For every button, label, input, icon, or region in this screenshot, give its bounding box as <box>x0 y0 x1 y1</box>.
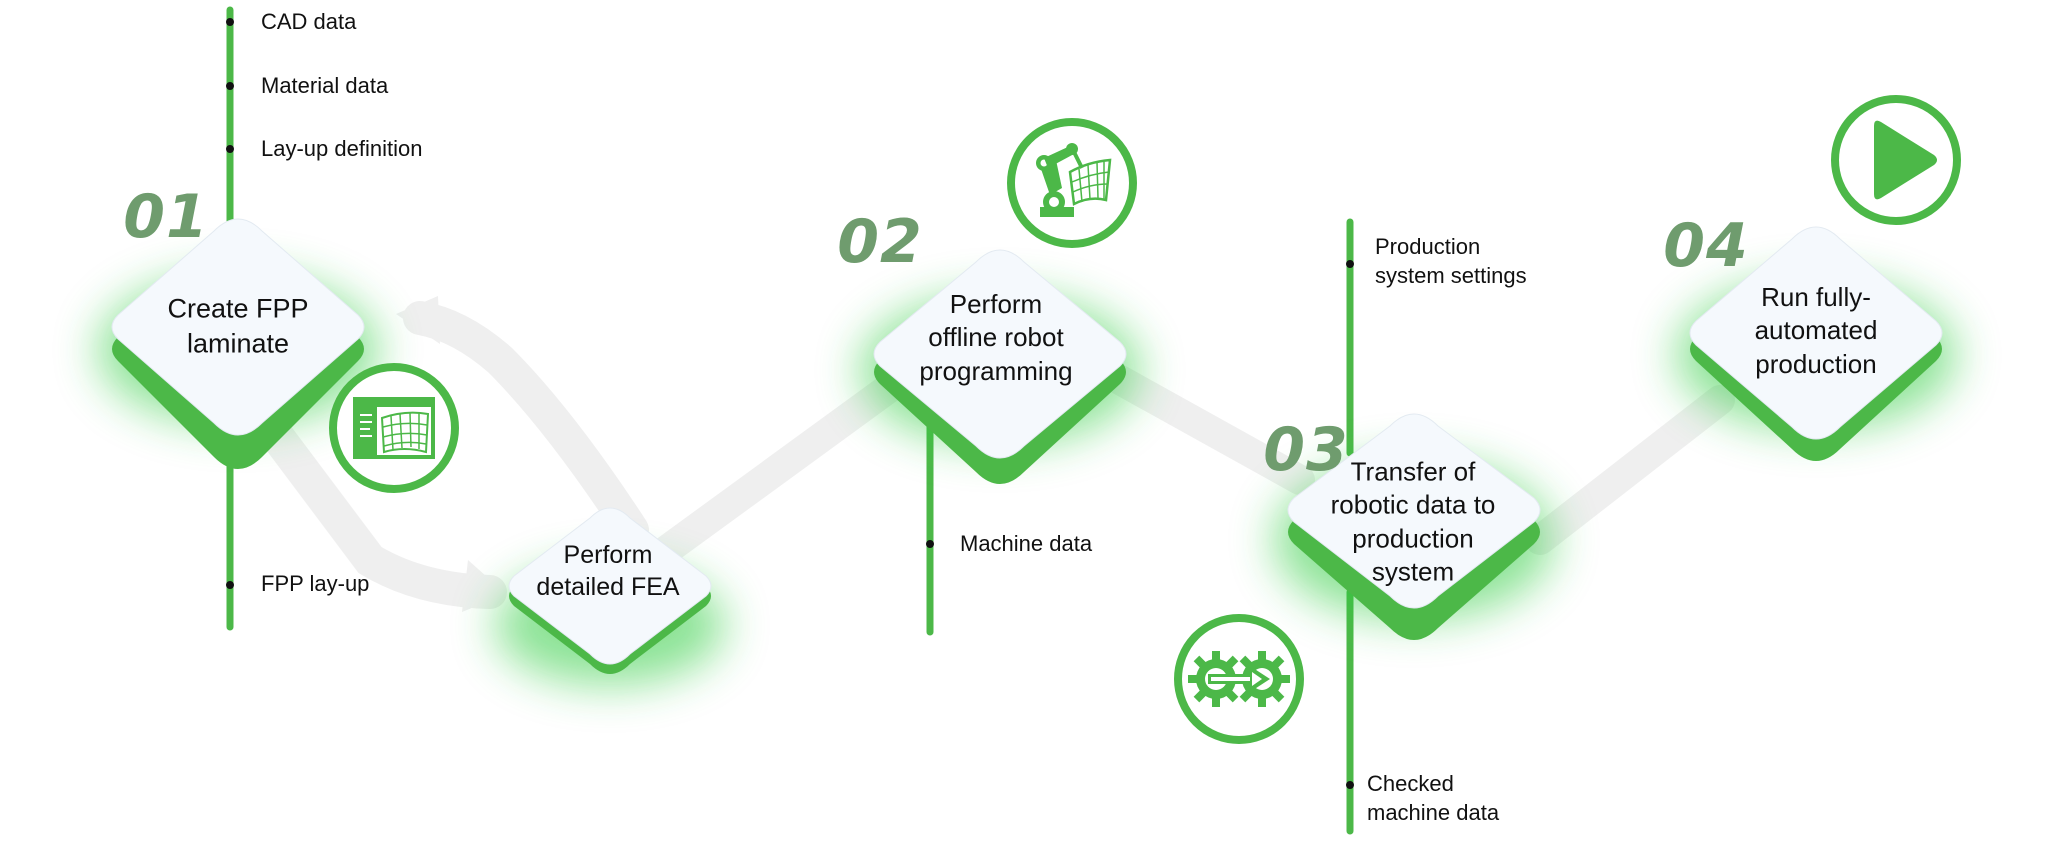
node-label-transfer-data: Transfer of robotic data to production s… <box>1330 456 1496 587</box>
data-transfer-gears-icon <box>1174 614 1304 744</box>
connector-1-arrowhead <box>462 560 506 612</box>
input-production-settings: Production system settings <box>1375 234 1527 288</box>
connector-3-to-4 <box>1525 385 1735 555</box>
step-number-02: 02 <box>837 207 923 277</box>
node-fea <box>495 507 725 685</box>
output-checked-machine-data: Checked machine data <box>1367 771 1500 825</box>
node-label-automated-production: Run fully- automated production <box>1754 282 1878 379</box>
input-cad-data: CAD data <box>261 9 357 34</box>
node-label-fea: Perform detailed FEA <box>536 541 680 601</box>
node-label-robot-programming: Perform offline robot programming <box>919 289 1073 386</box>
input-material-data: Material data <box>261 73 389 98</box>
step-number-04: 04 <box>1663 211 1749 281</box>
node-robot-programming <box>860 249 1140 484</box>
connector-2-to-3 <box>1105 365 1315 495</box>
robot-arm-icon <box>1007 118 1137 248</box>
output-machine-data: Machine data <box>960 531 1093 556</box>
play-icon <box>1831 95 1961 225</box>
output-fpp-layup: FPP lay-up <box>261 571 370 596</box>
bullet-dots <box>226 18 1354 789</box>
node-create-fpp <box>98 218 378 469</box>
connector-fea-to-2 <box>645 365 915 570</box>
step-number-01: 01 <box>123 182 209 252</box>
node-automated-production <box>1676 226 1956 461</box>
step-number-03: 03 <box>1263 415 1349 485</box>
connector-back-arrowhead <box>396 296 440 344</box>
cad-design-icon <box>329 363 459 493</box>
connector-fea-back-to-1 <box>403 301 649 547</box>
connector-1-to-fea <box>248 403 507 609</box>
node-transfer-data <box>1274 413 1554 640</box>
node-label-create-fpp: Create FPP laminate <box>167 293 309 358</box>
connectors <box>248 296 1735 612</box>
input-layup-definition: Lay-up definition <box>261 136 423 161</box>
